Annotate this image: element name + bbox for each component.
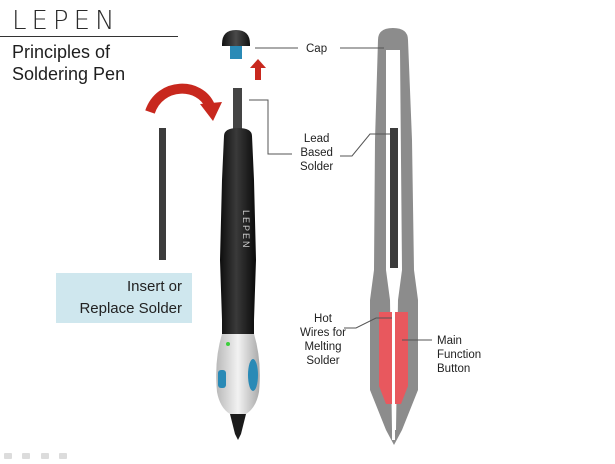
cutaway-diagram <box>370 28 418 445</box>
lead-solder-label: Lead Based Solder <box>300 133 334 173</box>
slide-title: Principles of Soldering Pen <box>12 42 126 84</box>
insert-solder-callout: Insert or Replace Solder <box>56 273 192 323</box>
leader-lines <box>249 47 432 341</box>
curved-arrow-icon <box>145 83 222 121</box>
pen-tool-icon[interactable] <box>22 453 31 459</box>
pen-illustration <box>216 128 260 440</box>
menu-icon[interactable] <box>40 453 49 459</box>
lepen-logo: LEPEN <box>12 6 120 36</box>
cap-label: Cap <box>306 43 328 55</box>
up-arrow-icon <box>250 59 266 80</box>
hot-wires-label: Hot Wires for Melting Solder <box>300 313 346 367</box>
main-button-label: Main Function Button <box>437 335 482 375</box>
cutaway-solder <box>390 128 398 268</box>
cap-part <box>222 30 250 59</box>
title-divider <box>0 36 178 37</box>
slide-controls[interactable] <box>4 446 94 459</box>
pen-solder-tip <box>233 88 242 130</box>
pen-brand-text: LEPEN <box>241 210 251 250</box>
next-slide-icon[interactable] <box>59 453 68 459</box>
loose-solder-stick <box>159 128 166 260</box>
prev-slide-icon[interactable] <box>4 453 12 459</box>
